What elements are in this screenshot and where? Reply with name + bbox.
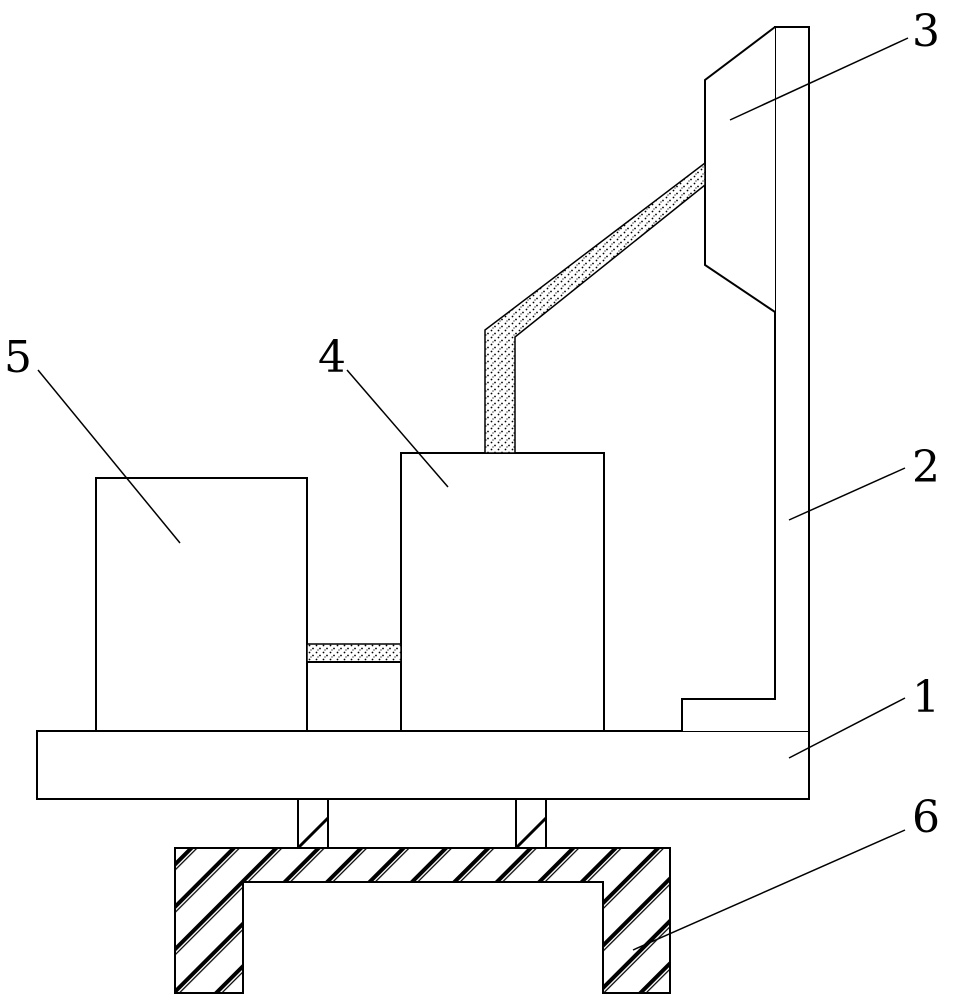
leader-line-3 — [729, 37, 909, 121]
leader-line-6 — [632, 829, 906, 951]
upright-column — [681, 26, 810, 731]
bent-pipe — [484, 161, 706, 454]
label-4: 4 — [318, 332, 346, 383]
label-3: 3 — [912, 6, 940, 57]
leader-line-4 — [346, 369, 449, 488]
right-leg-hatch — [514, 816, 548, 850]
left-block — [95, 477, 308, 732]
bottom-support — [174, 847, 671, 994]
label-1: 1 — [912, 672, 940, 723]
left-leg-hatch — [296, 816, 330, 850]
base-plate — [36, 730, 810, 800]
horizontal-pipe — [306, 643, 402, 663]
leader-line-2 — [788, 467, 906, 521]
label-5: 5 — [4, 332, 32, 383]
leader-line-5 — [37, 369, 181, 544]
leader-line-1 — [788, 697, 906, 759]
label-6: 6 — [912, 792, 940, 843]
center-block — [400, 452, 605, 732]
label-2: 2 — [912, 442, 940, 493]
head-unit — [704, 26, 776, 313]
